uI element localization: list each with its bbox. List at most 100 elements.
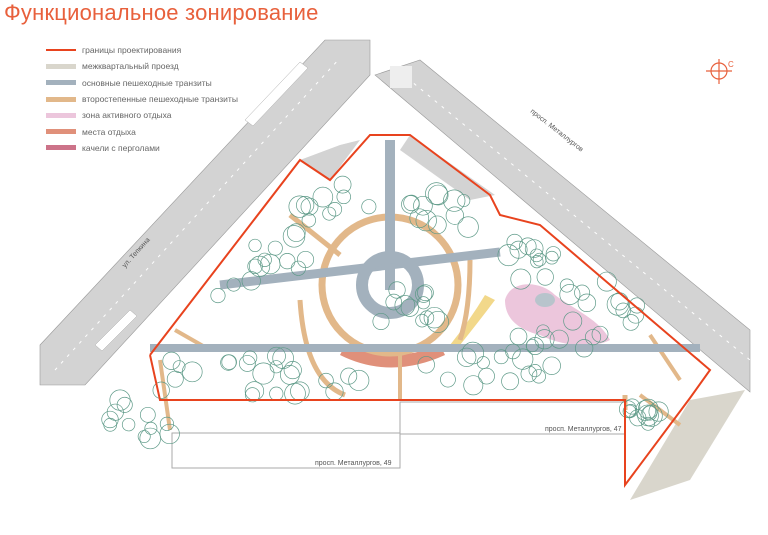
tree-icon (409, 208, 430, 229)
tree-icon (443, 189, 466, 212)
legend-item-secondary-paths: второстепенные пешеходные транзиты (46, 91, 238, 107)
tree-icon (505, 343, 521, 360)
tree-icon (584, 329, 602, 346)
tree-icon (121, 417, 136, 432)
legend-label: качели с перголами (82, 142, 160, 153)
legend-swatch (46, 49, 76, 52)
tree-icon (575, 339, 594, 358)
tree-icon (525, 339, 539, 353)
tree-icon (296, 250, 315, 269)
tree-icon (509, 240, 528, 259)
tree-icon (286, 223, 306, 243)
tree-icon (530, 255, 544, 269)
tree-icon (109, 389, 131, 411)
tree-icon (248, 238, 262, 252)
tree-icon (493, 349, 509, 365)
tree-icon (301, 213, 316, 228)
tree-icon (534, 329, 555, 350)
legend-label: межквартальный проезд (82, 61, 179, 72)
legend-label: границы проектирования (82, 45, 182, 56)
right-road (374, 59, 751, 393)
tree-icon (322, 206, 337, 221)
tree-icon (372, 312, 390, 330)
tree-icon (260, 253, 281, 275)
tree-icon (327, 202, 343, 217)
tree-icon (144, 421, 158, 435)
tree-icon (159, 416, 174, 431)
tree-icon (417, 356, 435, 374)
tree-icon (440, 371, 456, 388)
main-paths (150, 140, 700, 352)
tree-icon (545, 246, 561, 262)
tree-icon (545, 250, 559, 265)
project-boundary (149, 134, 712, 489)
right-road-bottom (630, 390, 745, 500)
tree-icon (591, 325, 609, 343)
legend-label: второстепенные пешеходные транзиты (82, 94, 238, 105)
tree-icon (531, 369, 546, 384)
tree-icon (642, 405, 658, 421)
tree-icon (427, 184, 449, 206)
left-road (39, 39, 371, 386)
legend-item-driveway: межквартальный проезд (46, 58, 238, 74)
tree-icon (463, 375, 484, 396)
tree-icon (172, 360, 186, 373)
crosswalk (390, 66, 412, 88)
tree-icon (247, 258, 263, 275)
tree-icon (415, 210, 437, 232)
tree-icon (296, 196, 315, 215)
compass-label: С (728, 60, 734, 69)
tree-icon (628, 297, 645, 314)
tree-icon (559, 278, 574, 293)
tree-icon (288, 195, 311, 218)
legend-item-active-zone: зона активного отдыха (46, 107, 238, 123)
tree-icon (648, 401, 669, 422)
legend-swatch (46, 80, 76, 86)
tree-icon (423, 306, 446, 329)
legend-item-swings: качели с перголами (46, 140, 238, 156)
legend-item-boundary: границы проектирования (46, 42, 238, 58)
legend-swatch (46, 96, 76, 102)
tree-icon (385, 293, 403, 311)
tree-icon (394, 295, 416, 316)
tree-icon (417, 284, 434, 302)
tree-icon (252, 362, 275, 385)
tree-icon (282, 225, 306, 248)
tree-icon (267, 240, 283, 256)
tree-icon (457, 194, 471, 208)
tree-icon (267, 346, 286, 366)
tree-icon (152, 381, 170, 399)
tree-icon (497, 244, 520, 267)
tree-icon (166, 370, 184, 388)
tree-icon (139, 427, 161, 450)
tree-icon (242, 350, 258, 366)
tree-icon (528, 364, 542, 378)
tree-icon (220, 354, 237, 371)
tree-icon (559, 284, 581, 305)
tree-icon (415, 313, 429, 328)
legend: границы проектирования межквартальный пр… (46, 42, 238, 156)
tree-icon (574, 284, 591, 301)
tree-icon (524, 239, 544, 258)
tree-icon (426, 310, 449, 333)
active-recreation-zone (505, 284, 610, 346)
building-47-label: просп. Металлургов, 47 (545, 426, 622, 433)
tree-icon (348, 369, 370, 391)
page-title: Функциональное зонирование (4, 0, 319, 25)
tree-icon (520, 365, 538, 383)
tree-icon (509, 327, 528, 346)
tree-icon (563, 311, 583, 331)
street-label-right: просп. Металлургов (529, 108, 585, 154)
tree-icon (139, 406, 156, 423)
legend-swatch (46, 63, 76, 69)
legend-label: основные пешеходные транзиты (82, 77, 212, 88)
tree-icon (529, 248, 544, 263)
tree-icon (445, 206, 464, 225)
tree-icon (249, 255, 271, 277)
tree-icon (336, 189, 351, 205)
north-compass-icon (706, 59, 732, 84)
tree-icon (596, 271, 617, 292)
tree-icon (536, 268, 554, 286)
tree-icon (318, 372, 334, 389)
